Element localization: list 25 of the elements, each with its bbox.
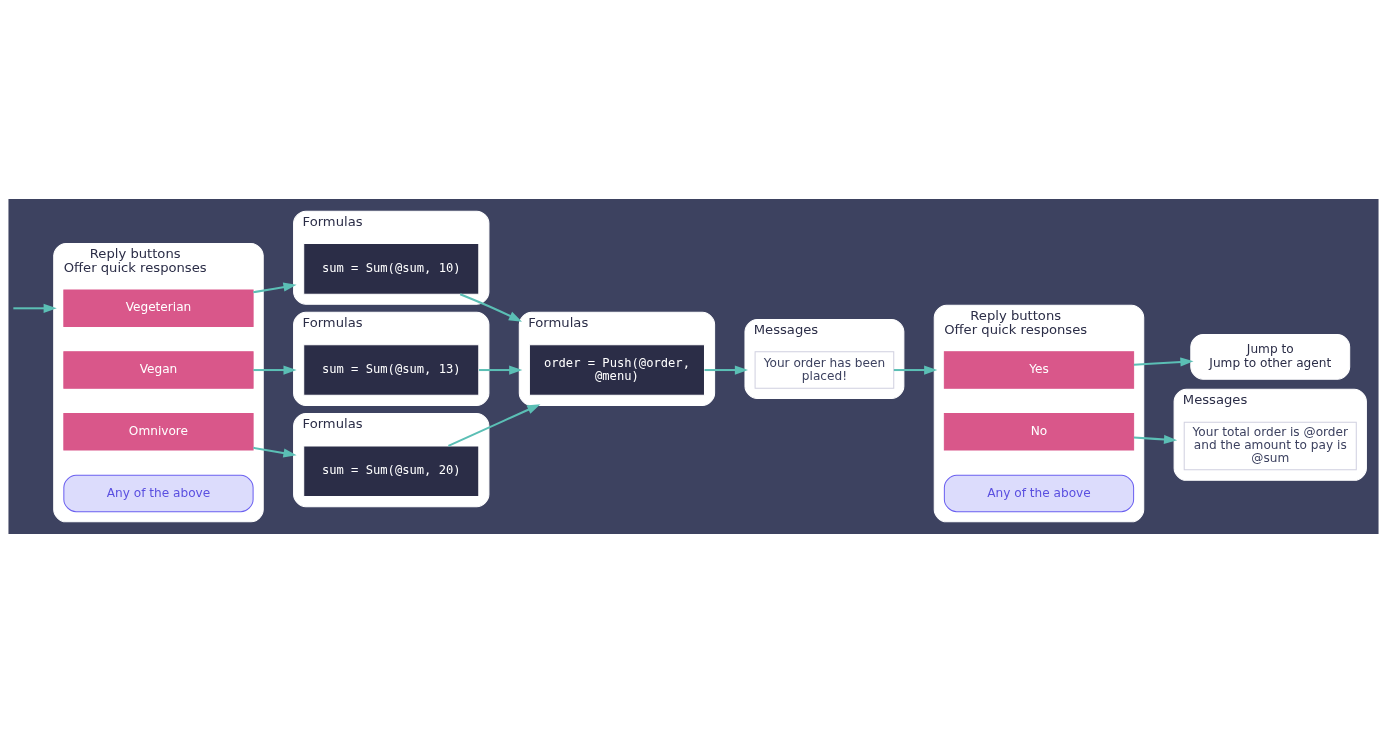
arrow [13,303,57,313]
arrow [1133,357,1194,367]
node-box: Your total order is @order and the amount to pay is @sum [1183,421,1357,471]
node-box: No [943,413,1135,451]
arrow [253,365,297,375]
arrow [253,282,297,294]
node-box: Jump to Jump to other agent [1190,334,1351,380]
arrow [479,365,523,375]
arrow [704,365,749,375]
arrow [448,404,541,447]
node-box: order = Push(@order, @menu) [528,344,705,396]
node-box: sum = Sum(@sum, 10) [303,243,480,295]
node-box: Your order has been placed! [754,351,895,389]
node-box: Vegeterian [63,289,254,328]
arrow [459,293,523,322]
node-box: Yes [943,351,1135,389]
arrow [253,446,297,458]
node-box: sum = Sum(@sum, 13) [303,344,480,396]
node-box: sum = Sum(@sum, 20) [303,445,480,498]
node-box: Any of the above [943,474,1135,513]
node-box: Any of the above [63,474,254,513]
node-box: Omnivore [63,413,254,451]
arrow [1133,434,1178,445]
node-box: Vegan [63,351,254,389]
arrow [893,365,938,375]
